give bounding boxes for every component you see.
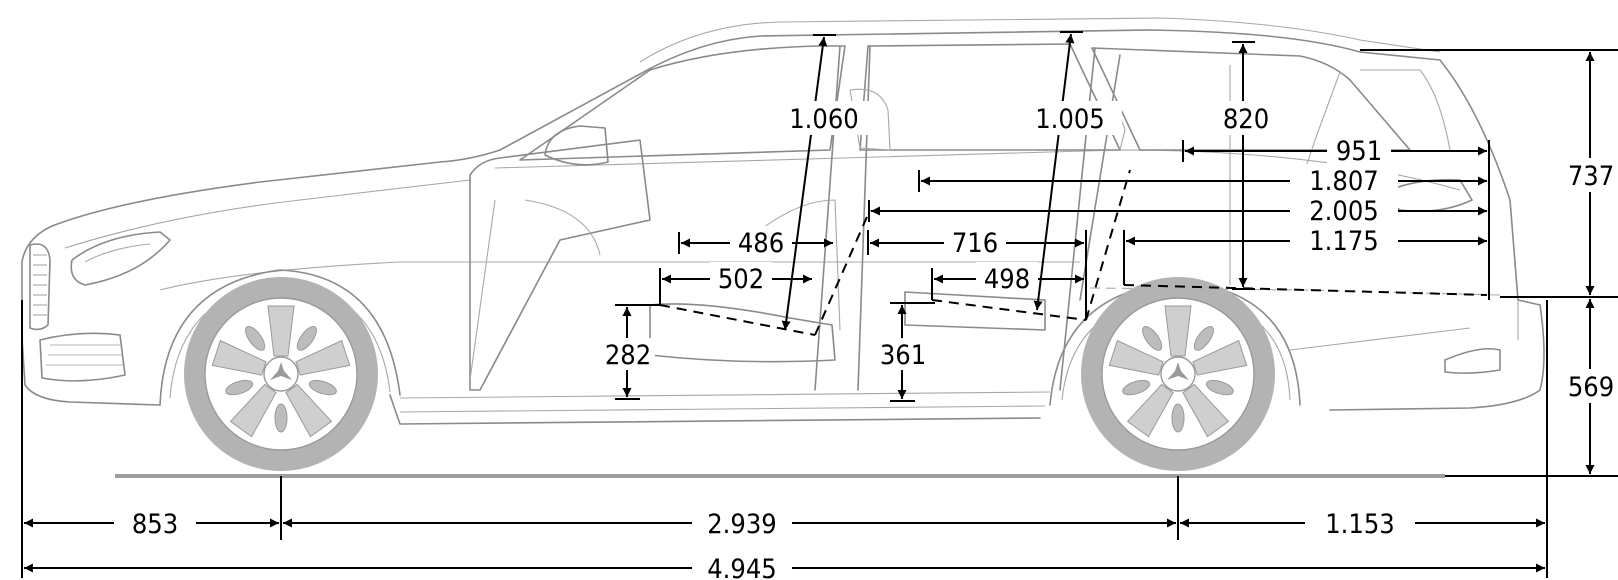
- rear-overhang-label: 1.153: [1325, 509, 1395, 540]
- dimension-labels: 853 2.939 1.153 4.945 737 569 1.060 1.00…: [114, 101, 1618, 580]
- car-silhouette: [21, 17, 1600, 478]
- cargo-length-rear-seats-label: 1.807: [1309, 166, 1379, 197]
- wheelbase-label: 2.939: [707, 509, 777, 540]
- cargo-length-floor-label: 1.175: [1309, 226, 1379, 257]
- overall-length-label: 4.945: [707, 554, 777, 580]
- cargo-length-top-label: 951: [1336, 136, 1382, 167]
- front-cushion-length-label: 502: [718, 264, 764, 295]
- roof-to-bumper-label: 737: [1568, 161, 1614, 192]
- front-overhang-label: 853: [132, 509, 178, 540]
- cargo-length-front-seats-label: 2.005: [1309, 196, 1379, 227]
- front-headroom-label: 1.060: [789, 104, 859, 135]
- rear-seat-height-label: 361: [880, 340, 926, 371]
- rear-headroom-label: 1.005: [1035, 104, 1105, 135]
- front-seat-depth-label: 486: [738, 228, 784, 259]
- bumper-height-label: 569: [1568, 372, 1614, 403]
- front-seat-height-label: 282: [605, 340, 651, 371]
- front-wheel: [183, 276, 379, 472]
- rear-cushion-length-label: 498: [984, 264, 1030, 295]
- rear-legroom-label: 716: [952, 228, 998, 259]
- rear-wheel: [1080, 276, 1276, 472]
- cargo-opening-height-label: 820: [1223, 104, 1269, 135]
